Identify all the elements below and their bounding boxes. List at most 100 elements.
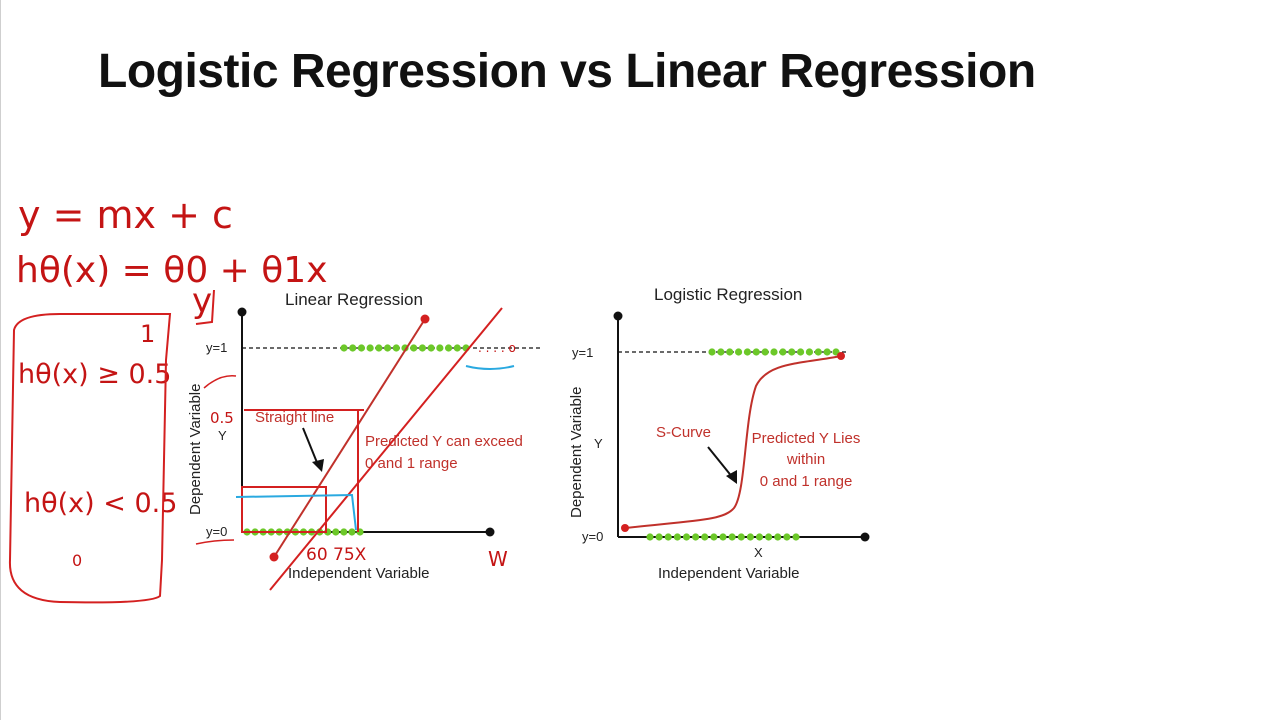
data-point (427, 344, 435, 352)
data-point (792, 533, 800, 541)
linear-regression-line (273, 318, 426, 558)
note-x-marks: 60 75X (306, 545, 367, 565)
note-bracket (8, 313, 172, 604)
data-point (805, 348, 814, 356)
data-point (655, 533, 663, 541)
data-point (743, 348, 752, 356)
logistic-annotation-line-2: within (786, 451, 825, 468)
data-point (823, 348, 831, 356)
data-point (366, 344, 374, 352)
linear-y-axis-label: Dependent Variable (187, 384, 204, 515)
logistic-bottom-points (646, 533, 800, 541)
data-point (710, 533, 718, 541)
data-point (646, 533, 654, 541)
logistic-y-letter: Y (594, 436, 603, 451)
logistic-y1-label: y=1 (572, 345, 593, 360)
data-point (357, 344, 366, 352)
handwritten-notes: y = mx + c hθ(x) = θ0 + θ1x y 1 hθ(x) ≥ … (8, 193, 328, 604)
note-linear-equation: y = mx + c (18, 193, 233, 237)
linear-annotation-arrow (302, 427, 319, 466)
data-point (418, 344, 427, 352)
note-zero-mark: 0 (72, 551, 82, 570)
logistic-curve-end-point (837, 352, 845, 360)
data-point (332, 528, 340, 536)
linear-top-points (340, 344, 470, 352)
logistic-annotation-s-curve: S-Curve (656, 424, 711, 441)
logistic-s-curve (624, 355, 842, 529)
data-point (444, 344, 453, 352)
data-point (726, 348, 734, 356)
data-point (734, 348, 743, 356)
data-point (392, 344, 400, 352)
linear-y0-label: y=0 (206, 524, 227, 539)
data-point (737, 533, 745, 541)
linear-y-letter: Y (218, 428, 227, 443)
linear-regression-chart: Linear Regression y=1 y=0 Y Dependent Va… (187, 290, 540, 591)
data-point (755, 533, 764, 541)
linear-y1-label: y=1 (206, 340, 227, 355)
logistic-regression-chart: Logistic Regression y=1 y=0 Y X Dependen… (568, 285, 870, 582)
data-point (796, 348, 805, 356)
note-hypothesis-equation: hθ(x) = θ0 + θ1x (16, 250, 328, 291)
logistic-annotation-arrowhead (726, 470, 737, 484)
data-point (717, 348, 725, 356)
data-point (765, 533, 773, 541)
data-point (752, 348, 760, 356)
linear-chart-title: Linear Regression (285, 290, 423, 309)
data-point (340, 344, 348, 352)
data-point (410, 344, 418, 352)
data-point (340, 528, 348, 536)
data-point (746, 533, 754, 541)
data-point (375, 344, 383, 352)
data-point (728, 533, 736, 541)
logistic-x-axis-tip (860, 532, 870, 542)
data-point (761, 348, 769, 356)
note-y-mark: y (192, 281, 212, 321)
logistic-y0-label: y=0 (582, 529, 603, 544)
data-point (436, 344, 444, 352)
data-point (701, 533, 709, 541)
logistic-annotation-arrow (707, 446, 734, 479)
linear-line-end-point (420, 314, 430, 324)
logistic-x-letter: X (754, 545, 763, 560)
data-point (673, 533, 681, 541)
linear-chart-ink: 0.5 60 75X W . . . . o (195, 307, 516, 591)
logistic-chart-title: Logistic Regression (654, 285, 802, 304)
data-point (349, 344, 357, 352)
logistic-x-axis-label: Independent Variable (658, 565, 800, 582)
data-point (708, 348, 716, 356)
linear-x-axis-label: Independent Variable (288, 565, 430, 582)
note-w-mark: W (488, 547, 508, 571)
linear-annotation-arrowhead (312, 459, 324, 472)
logistic-y-axis-label: Dependent Variable (568, 387, 585, 518)
data-point (783, 533, 791, 541)
linear-annotation-line-1: Predicted Y can exceed (365, 433, 523, 450)
note-condition-lt: hθ(x) < 0.5 (24, 488, 177, 519)
slide-border (0, 0, 1, 720)
data-point (788, 348, 796, 356)
slide-title: Logistic Regression vs Linear Regression (98, 45, 1036, 98)
data-point (383, 344, 392, 352)
data-point (719, 533, 727, 541)
svg-text:. . . . o: . . . . o (478, 341, 516, 355)
logistic-top-points (708, 348, 840, 356)
data-point (664, 533, 672, 541)
data-point (770, 348, 778, 356)
linear-annotation-line-2: 0 and 1 range (365, 455, 458, 472)
logistic-annotation-line-1: Predicted Y Lies (752, 430, 861, 447)
data-point (348, 528, 356, 536)
linear-annotation-straight-line: Straight line (255, 409, 334, 426)
linear-line-start-point (269, 552, 279, 562)
data-point (814, 348, 822, 356)
data-point (774, 533, 782, 541)
note-one-mark: 1 (140, 320, 155, 348)
data-point (692, 533, 700, 541)
data-point (779, 348, 787, 356)
logistic-curve-start-point (621, 524, 629, 532)
note-condition-ge: hθ(x) ≥ 0.5 (18, 359, 171, 390)
note-tick-05: 0.5 (210, 409, 234, 427)
data-point (453, 344, 461, 352)
logistic-annotation-line-3: 0 and 1 range (760, 473, 853, 490)
logistic-y-axis-tip (613, 311, 623, 321)
